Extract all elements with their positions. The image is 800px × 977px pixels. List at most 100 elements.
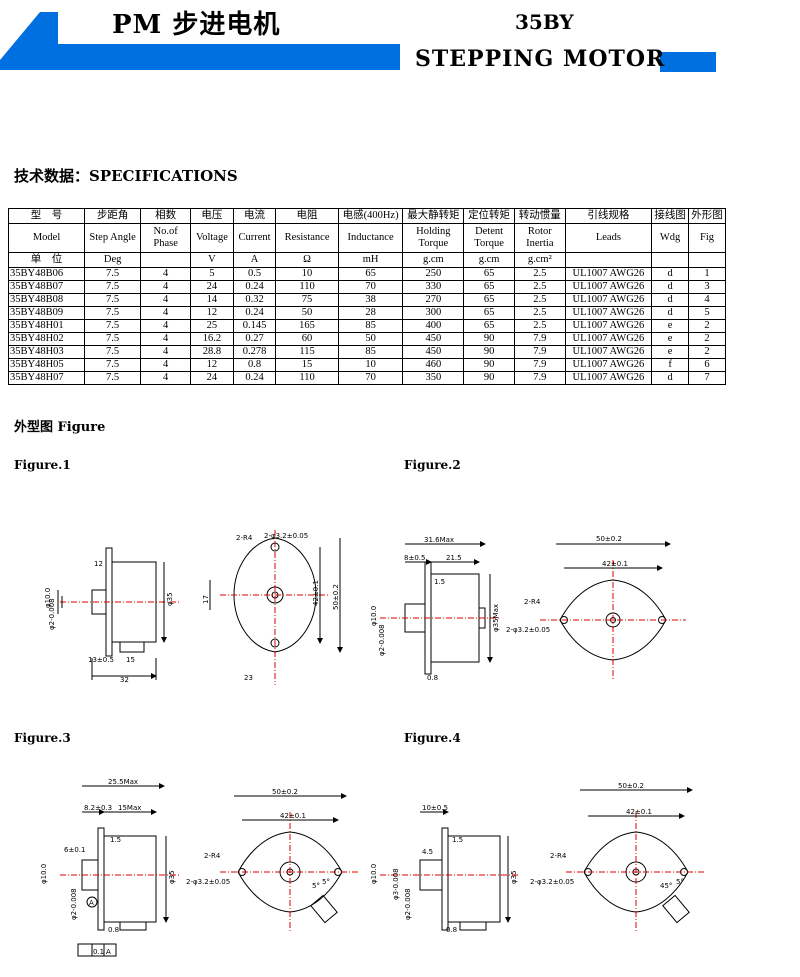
page-subtitle: STEPPING MOTOR xyxy=(415,46,666,72)
table-cell: 7.5 xyxy=(84,319,142,333)
col-en: Wdg xyxy=(651,223,690,253)
table-cell: UL1007 AWG26 xyxy=(564,345,653,359)
table-cell: 330 xyxy=(402,280,465,294)
table-cell: d xyxy=(651,267,690,281)
table-cell: 2.5 xyxy=(513,293,566,307)
fig4-dim: 2-R4 xyxy=(550,852,567,860)
figure-4-front-view xyxy=(566,787,706,932)
fig3-dim: φ2-0.008 xyxy=(70,888,78,920)
figure-3-label: Figure.3 xyxy=(14,731,71,745)
table-cell: 65 xyxy=(463,267,515,281)
fig2-dim: 2-R4 xyxy=(524,598,541,606)
fig1-dim: φ10.0 xyxy=(44,588,52,608)
specifications-title: 技术数据：SPECIFICATIONS xyxy=(14,167,238,185)
table-cell: 65 xyxy=(463,306,515,320)
table-cell: f xyxy=(651,358,690,372)
fig4-dim: 1.5 xyxy=(452,836,463,844)
col-cn: 电阻 xyxy=(275,208,339,224)
table-cell: 65 xyxy=(463,319,515,333)
table-cell: 4 xyxy=(140,332,192,346)
table-cell: 2.5 xyxy=(513,319,566,333)
table-cell: 90 xyxy=(463,345,515,359)
figure-2-front-view xyxy=(540,541,686,680)
fig4-dim: 5° xyxy=(676,878,684,886)
unit-cell: 单 位 xyxy=(7,252,86,268)
table-cell: 7.9 xyxy=(513,358,566,372)
table-cell: 24 xyxy=(190,280,234,294)
table-cell: 4 xyxy=(140,358,192,372)
table-cell: 0.278 xyxy=(232,345,277,359)
unit-cell xyxy=(688,252,726,268)
table-cell: 7.9 xyxy=(513,371,566,385)
fig1-dim: φ35 xyxy=(166,592,174,606)
fig3-dim: 5° xyxy=(322,878,330,886)
col-cn: 步距角 xyxy=(84,208,142,224)
fig3-dim: 6±0.1 xyxy=(64,846,85,854)
table-cell: 65 xyxy=(337,267,404,281)
table-cell: 85 xyxy=(337,345,404,359)
fig1-dim: 23 xyxy=(244,674,253,682)
figure-3-front-view xyxy=(220,793,360,932)
table-cell: 35BY48B08 xyxy=(7,293,86,307)
unit-cell xyxy=(651,252,690,268)
table-cell: 60 xyxy=(275,332,339,346)
table-cell: 0.24 xyxy=(232,306,277,320)
fig2-dim: 8±0.5 xyxy=(404,554,425,562)
fig1-dim: 32 xyxy=(120,676,129,684)
fig1-dim: φ2-0.008 xyxy=(48,598,56,630)
table-cell: 7 xyxy=(688,371,726,385)
col-cn: 定位转矩 xyxy=(463,208,515,224)
table-cell: 7.5 xyxy=(84,267,142,281)
table-cell: UL1007 AWG26 xyxy=(564,319,653,333)
col-cn: 电流 xyxy=(232,208,277,224)
table-cell: 6 xyxy=(688,358,726,372)
table-cell: 28.8 xyxy=(190,345,234,359)
table-cell: 3 xyxy=(688,280,726,294)
figures-title: 外型图 Figure xyxy=(14,420,106,435)
banner-left-shape xyxy=(0,12,400,70)
col-cn: 引线规格 xyxy=(564,208,653,224)
table-cell: 14 xyxy=(190,293,234,307)
table-cell: 4 xyxy=(140,267,192,281)
fig3-dim: 2-R4 xyxy=(204,852,221,860)
table-cell: d xyxy=(651,306,690,320)
figure-1-front-view xyxy=(209,530,343,685)
col-en: Detent Torque xyxy=(463,223,515,253)
figure-1-label: Figure.1 xyxy=(14,458,71,472)
table-cell: 90 xyxy=(463,371,515,385)
fig3-dim: 50±0.2 xyxy=(272,788,298,796)
fig4-dim: 0.8 xyxy=(446,926,457,934)
table-cell: 2 xyxy=(688,319,726,333)
table-cell: UL1007 AWG26 xyxy=(564,358,653,372)
table-cell: 38 xyxy=(337,293,404,307)
col-cn: 型 号 xyxy=(7,208,86,224)
table-cell: 35BY48B07 xyxy=(7,280,86,294)
fig2-dim: 1.5 xyxy=(434,578,445,586)
unit-cell: A xyxy=(232,252,277,268)
table-cell: 90 xyxy=(463,358,515,372)
table-cell: 350 xyxy=(402,371,465,385)
table-cell: UL1007 AWG26 xyxy=(564,293,653,307)
table-cell: 400 xyxy=(402,319,465,333)
table-cell: 35BY48B06 xyxy=(7,267,86,281)
fig3-dim: 8.2±0.3 xyxy=(84,804,112,812)
table-cell: 15 xyxy=(275,358,339,372)
table-cell: 2.5 xyxy=(513,306,566,320)
table-header-cn: 型 号 步距角 相数 电压 电流 电阻 电感(400Hz) 最大静转矩 定位转矩… xyxy=(7,208,726,224)
table-cell: 0.27 xyxy=(232,332,277,346)
col-en: Model xyxy=(7,223,86,253)
table-cell: 4 xyxy=(140,345,192,359)
table-cell: 460 xyxy=(402,358,465,372)
fig3-dim: 0.1 xyxy=(93,948,104,956)
fig3-dim: 42±0.1 xyxy=(280,812,306,820)
table-cell: 450 xyxy=(402,332,465,346)
table-cell: 16.2 xyxy=(190,332,234,346)
fig1-dim: 2-φ3.2±0.05 xyxy=(264,532,308,540)
table-cell: 24 xyxy=(190,371,234,385)
